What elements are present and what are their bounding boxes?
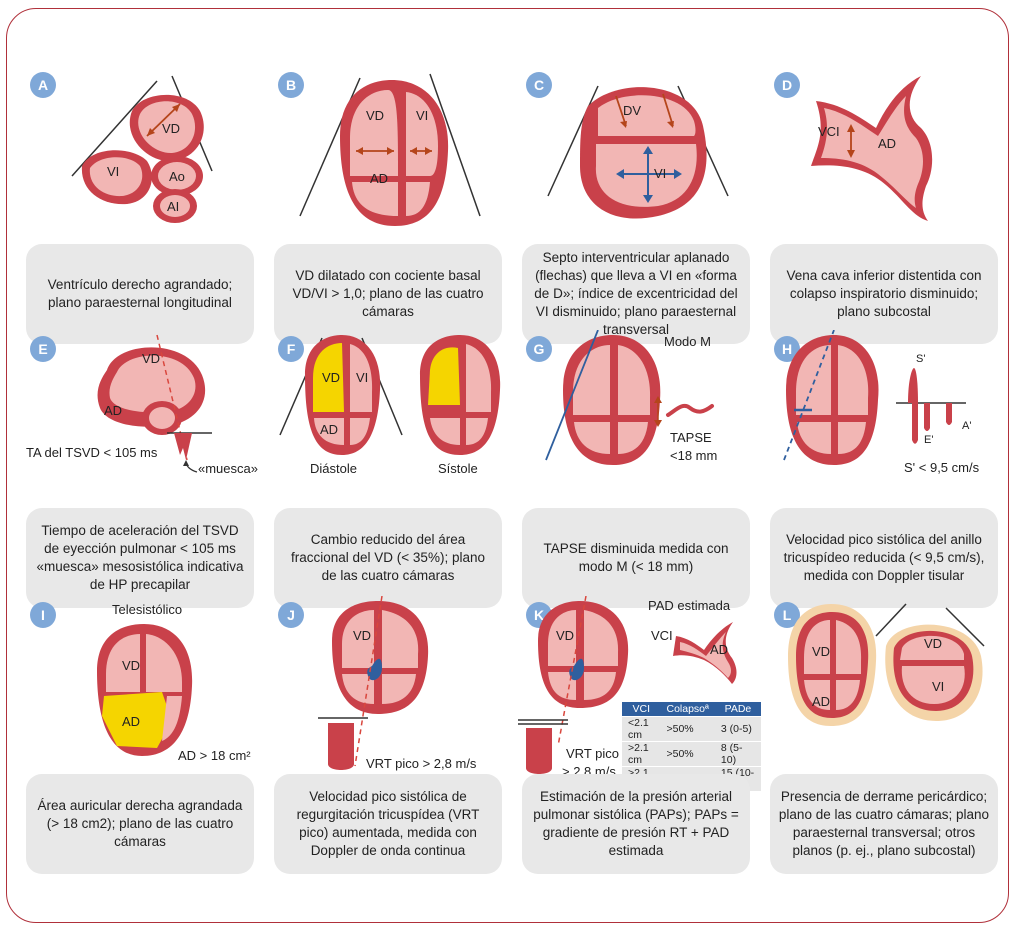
table-cell: >50% (660, 742, 714, 767)
panel-k: K PAD estimada VD VCI AD VRT pico > 2,8 … (518, 596, 761, 883)
panel-h: H S' E' A' S' < 9,5 cm/s Velocidad pico … (766, 330, 1009, 617)
label-vrt-pico: VRT pico (566, 746, 619, 761)
label-vd: VD (122, 658, 140, 673)
label-ad-area: AD > 18 cm² (178, 748, 251, 763)
label-a-prime: A' (962, 420, 971, 432)
table-header-cell: PADe (715, 702, 761, 717)
table-cell: <2.1 cm (622, 717, 660, 742)
label-telesistolico: Telesistólico (112, 602, 182, 617)
label-vd: VD (556, 628, 574, 643)
panel-caption: Vena cava inferior distentida con colaps… (770, 244, 998, 344)
table-cell: >50% (660, 717, 714, 742)
label-vd: VD (322, 370, 340, 385)
panel-l: L VD AD VD VI Presencia de derrame peric… (766, 596, 1009, 883)
label-ad: AD (104, 403, 122, 418)
heart-illustration (270, 66, 513, 244)
label-vd: VD (812, 644, 830, 659)
panel-g: G Modo M TAPSE <18 mm TAPSE disminuida m… (518, 330, 761, 617)
label-vd: VD (353, 628, 371, 643)
label-e-prime: E' (924, 434, 933, 446)
label-vd: VD (142, 351, 160, 366)
panel-caption: Cambio reducido del área fraccional del … (274, 508, 502, 608)
label-vd: VD (162, 121, 180, 136)
panel-i: I Telesistólico VD AD AD > 18 cm² Área a… (22, 596, 265, 883)
label-vd: VD (366, 108, 384, 123)
pericardial-effusion-illustration (766, 596, 1009, 774)
table-cell: 3 (0-5) (715, 717, 761, 742)
label-s-prime-value: S' < 9,5 cm/s (904, 460, 979, 475)
heart-illustration (518, 330, 761, 508)
panel-caption: Velocidad pico sistólica del anillo tric… (770, 508, 998, 608)
label-vci: VCI (818, 124, 840, 139)
label-muesca: «muesca» (198, 461, 258, 476)
label-modo-m: Modo M (664, 334, 711, 349)
table-cell: 8 (5-10) (715, 742, 761, 767)
label-vi: VI (107, 164, 119, 179)
label-pad-estimada: PAD estimada (648, 598, 730, 613)
label-vrt-pico: VRT pico > 2,8 m/s (366, 756, 476, 771)
label-vci: VCI (651, 628, 673, 643)
panel-caption: VD dilatado con cociente basal VD/VI > 1… (274, 244, 502, 344)
label-ad: AD (370, 171, 388, 186)
panel-caption: Estimación de la presión arterial pulmon… (522, 774, 750, 874)
table-cell: >2.1 cm (622, 742, 660, 767)
label-ad: AD (320, 422, 338, 437)
panel-c: C DV VI Septo interventricular aplanado … (518, 66, 761, 353)
panel-caption: Tiempo de aceleración del TSVD de eyecci… (26, 508, 254, 608)
label-ai: AI (167, 199, 179, 214)
label-dv: DV (623, 103, 641, 118)
table-row: <2.1 cm >50% 3 (0-5) (622, 717, 761, 742)
heart-illustration (22, 66, 265, 244)
panel-j: J VD VRT pico > 2,8 m/s Velocidad pico s… (270, 596, 513, 883)
table-header-cell: VCI (622, 702, 660, 717)
panel-a: A VD VI Ao AI Ventrículo derecho agranda… (22, 66, 265, 353)
panel-caption: TAPSE disminuida medida con modo M (< 18… (522, 508, 750, 608)
vena-cava-illustration (766, 66, 1009, 244)
table-header-cell: Colapsoª (660, 702, 714, 717)
panel-caption: Área auricular derecha agrandada (> 18 c… (26, 774, 254, 874)
label-vi: VI (356, 370, 368, 385)
panel-caption: Septo interventricular aplanado (flechas… (522, 244, 750, 344)
label-sistole: Sístole (438, 461, 478, 476)
label-ad: AD (122, 714, 140, 729)
panel-d: D VCI AD Vena cava inferior distentida c… (766, 66, 1009, 353)
panel-b: B VD VI AD VD dilatado con cociente basa… (270, 66, 513, 353)
label-ao: Ao (169, 169, 185, 184)
label-ta-tsvd: TA del TSVD < 105 ms (26, 445, 157, 460)
heart-illustration (518, 66, 761, 244)
label-vi: VI (932, 679, 944, 694)
label-ad: AD (878, 136, 896, 151)
label-diastole: Diástole (310, 461, 357, 476)
label-tapse-value: <18 mm (670, 448, 717, 463)
label-ad: AD (710, 642, 728, 657)
table-row: >2.1 cm >50% 8 (5-10) (622, 742, 761, 767)
label-tapse: TAPSE (670, 430, 712, 445)
label-vi: VI (416, 108, 428, 123)
label-s-prime: S' (916, 353, 925, 365)
table-header-row: VCI Colapsoª PADe (622, 702, 761, 717)
panel-f: F VD VI AD Diástole Sístole Cambio reduc… (270, 330, 513, 617)
heart-illustration (766, 330, 1009, 508)
panel-caption: Velocidad pico sistólica de regurgitació… (274, 774, 502, 874)
label-vi: VI (654, 166, 666, 181)
panel-e: E VD AD TA del TSVD < 105 ms «muesca» Ti… (22, 330, 265, 617)
panel-caption: Presencia de derrame pericárdico; plano … (770, 774, 998, 874)
label-vd-2: VD (924, 636, 942, 651)
heart-illustration (270, 596, 513, 774)
heart-illustration-diastole-systole (270, 330, 513, 508)
panel-caption: Ventrículo derecho agrandado; plano para… (26, 244, 254, 344)
label-ad: AD (812, 694, 830, 709)
